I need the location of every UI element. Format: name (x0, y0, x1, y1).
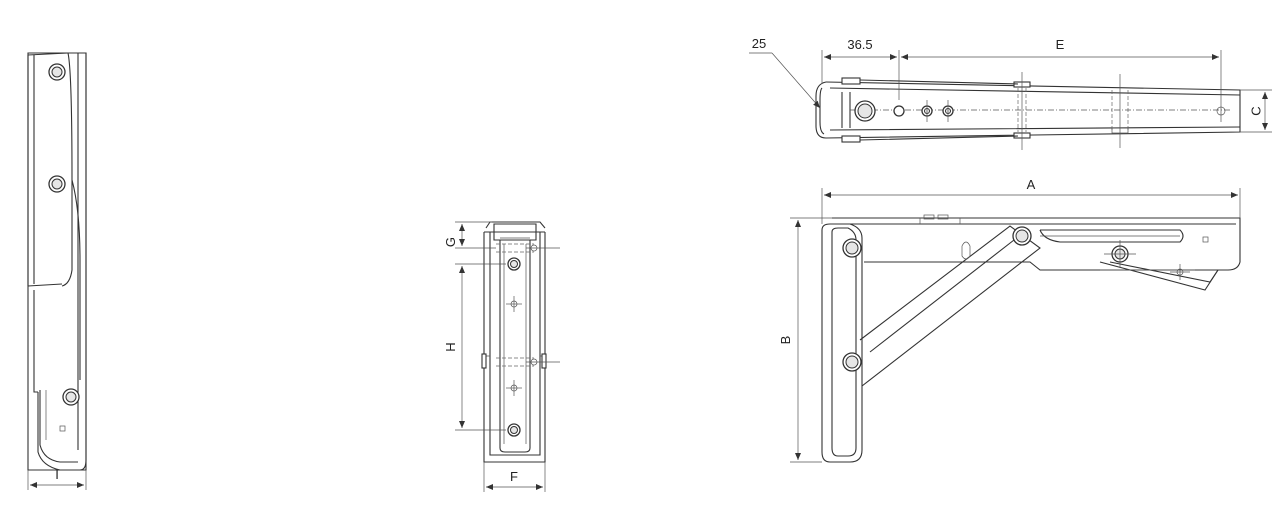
dimension-g-label: G (443, 237, 458, 247)
crosshair-mark-icon (506, 296, 522, 312)
open-side-view: A B (778, 177, 1241, 463)
pin-icon (62, 388, 80, 406)
screw-hole-icon (893, 105, 905, 117)
dimension-a-label: A (1027, 177, 1036, 192)
dimension-c-label: C (1248, 106, 1263, 115)
dimension-f-label: F (510, 469, 518, 484)
pin-icon (1012, 226, 1032, 246)
folded-side-view: I (27, 52, 87, 490)
pin-icon (842, 352, 862, 372)
pin-icon (48, 175, 66, 193)
pin-icon (48, 63, 66, 81)
front-view: G H F (443, 221, 560, 492)
top-view: 36.5 E 25 C (749, 36, 1272, 150)
crosshair-mark-icon (1170, 264, 1190, 280)
pin-icon (842, 238, 862, 258)
crosshair-mark-icon (1216, 100, 1226, 122)
crosshair-mark-icon (506, 380, 522, 396)
screw-hole-icon (507, 423, 521, 437)
dimension-radius-label: 25 (752, 36, 766, 51)
mount-hole-icon (854, 100, 876, 122)
dimension-b-label: B (778, 336, 793, 345)
screw-hole-icon (507, 257, 521, 271)
dimension-e-label: E (1056, 37, 1065, 52)
dimension-offset-label: 36.5 (847, 37, 872, 52)
dimension-h-label: H (443, 342, 458, 351)
dimension-i-label: I (55, 467, 59, 482)
